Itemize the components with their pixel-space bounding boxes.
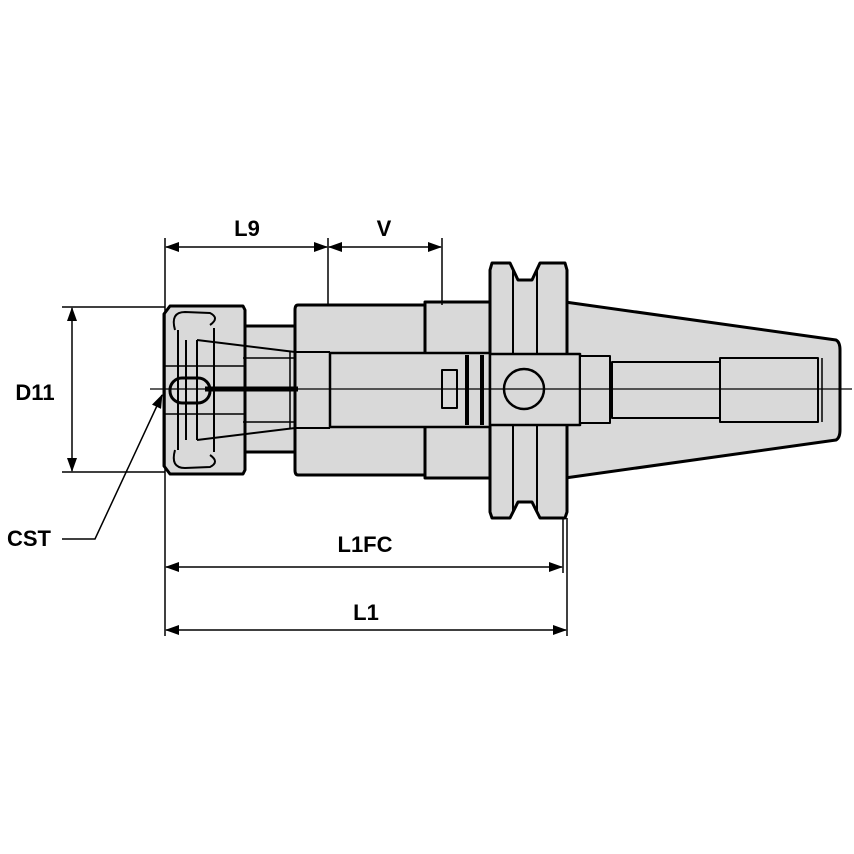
cst-leader [62,394,163,540]
bore [328,351,492,429]
label-v: V [377,216,392,241]
label-cst: CST [7,526,52,551]
label-d11: D11 [15,380,54,405]
label-l1: L1 [353,600,379,625]
label-l1fc: L1FC [338,532,393,557]
label-l9: L9 [234,216,260,241]
tool-holder-body [162,261,842,520]
collet-nut [162,304,247,476]
internal-thread [611,361,721,419]
